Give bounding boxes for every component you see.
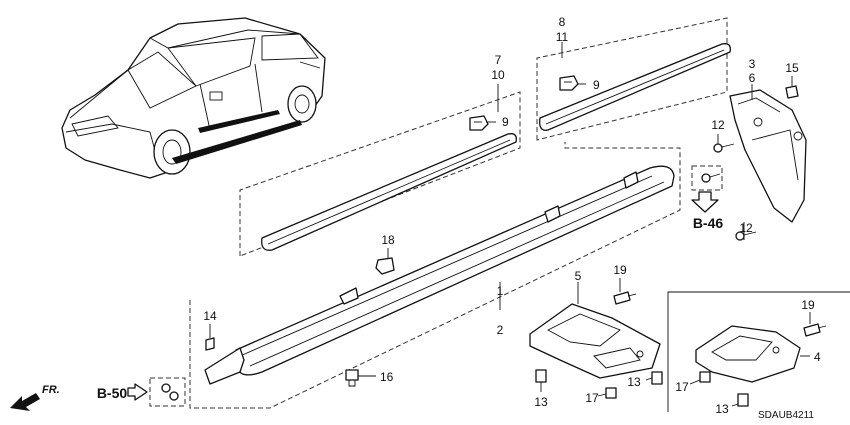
lower-molding-group-outline (239, 91, 521, 257)
fastener-box-outline (691, 165, 723, 191)
rear-mud-guard (729, 89, 807, 223)
under-cover-right (695, 325, 801, 383)
callout-4: 4 (814, 350, 821, 364)
callout-13-b: 13 (627, 375, 641, 389)
callout-13-c: 13 (715, 402, 729, 416)
callout-17-a: 17 (585, 391, 599, 405)
callout-3: 3 (749, 57, 756, 71)
fasteners (161, 85, 827, 407)
callout-11: 11 (556, 30, 569, 44)
callout-10: 10 (491, 68, 505, 82)
callout-9-lower: 9 (502, 115, 509, 129)
lower-door-molding (261, 133, 517, 251)
b50-arrow (127, 383, 148, 401)
callout-15: 15 (785, 61, 799, 75)
callout-8: 8 (559, 15, 566, 29)
car-illustration (61, 17, 326, 179)
callout-16: 16 (380, 370, 394, 384)
callout-2: 2 (497, 323, 504, 337)
callout-9-upper: 9 (593, 78, 600, 92)
callout-18: 18 (381, 233, 395, 247)
ref-b50: B-50 (97, 385, 128, 401)
side-sill-group-outline (189, 142, 681, 409)
upper-molding-group-outline (536, 17, 728, 141)
variant-section-frame (667, 291, 850, 412)
callout-6: 6 (749, 71, 756, 85)
b50-fastener-box-outline (149, 377, 186, 407)
front-indicator-label: FR. (42, 384, 60, 396)
callout-13-a: 13 (534, 395, 548, 409)
callout-7: 7 (495, 53, 502, 67)
under-cover-left (529, 303, 661, 379)
leader-lines (209, 42, 811, 407)
callout-5: 5 (575, 269, 582, 283)
front-arrow-icon (10, 393, 40, 411)
b46-arrow (691, 191, 719, 213)
side-sill-garnish (204, 165, 675, 385)
clip-9-upper (559, 75, 579, 91)
callout-12-lower: 12 (739, 221, 753, 235)
callout-12-upper: 12 (711, 118, 725, 132)
callout-19-upper: 19 (613, 263, 627, 277)
callout-14: 14 (203, 309, 217, 323)
clip-9-lower (469, 115, 489, 131)
callout-17-b: 17 (675, 380, 689, 394)
ref-b46: B-46 (693, 215, 724, 231)
callout-19-lower: 19 (801, 298, 815, 312)
diagram-code: SDAUB4211 (758, 410, 814, 421)
upper-door-molding (539, 43, 731, 131)
callout-1: 1 (497, 284, 504, 298)
callout-labels: 8 11 7 10 9 9 3 6 15 12 12 B-46 18 1 2 1… (42, 15, 821, 421)
